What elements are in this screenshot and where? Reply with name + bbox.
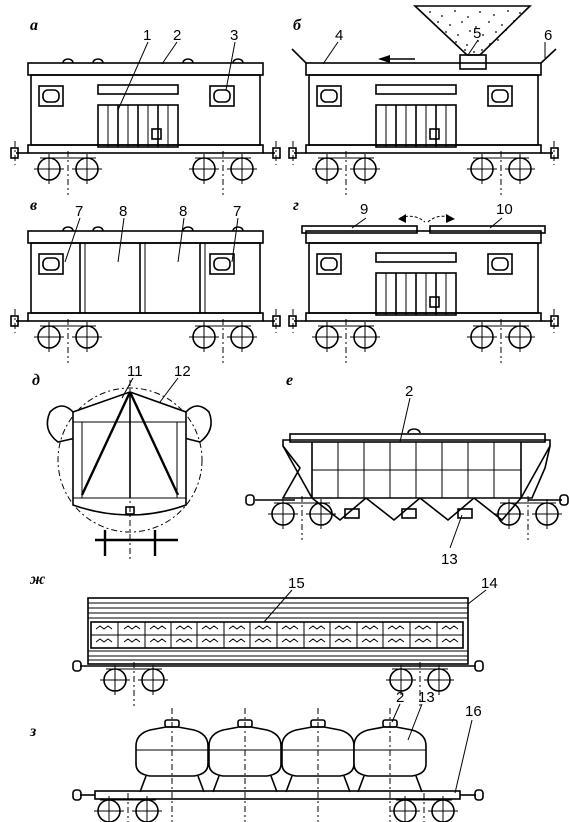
panel-label-g: г [293,197,299,214]
hopper-body-outline [281,439,551,499]
callout-14: 14 [481,575,498,592]
callout-15: 15 [288,575,305,592]
callout-2-hopper: 2 [405,383,413,400]
callout-5: 5 [473,25,481,42]
boxcar-a [11,58,280,195]
panel-d-wagon-cross-section: д 11 12 [32,363,212,560]
panel-e-hopper-wagon: е 2 13 [245,372,569,568]
callout-11: 11 [127,363,143,380]
callout-7-right: 7 [233,203,241,220]
callout-2-tank: 2 [396,689,404,706]
callout-3: 3 [230,27,238,44]
callout-12: 12 [174,363,191,380]
callout-6: 6 [544,27,552,44]
bulk-cargo-dots [429,10,521,53]
callout-10: 10 [496,201,513,218]
panel-g-sliding-roof-wagon: г 9 10 [289,197,558,363]
livestock-wagon-body [87,597,469,665]
panel-zh-livestock-wagon: ж [29,571,498,706]
boxcar-g [289,225,558,363]
callout-1: 1 [143,27,151,44]
panel-label-z: з [29,723,36,740]
panel-label-d: д [32,372,40,389]
callout-16: 16 [465,703,482,720]
callout-9: 9 [360,201,368,218]
panel-z-container-tank-wagon: з 2 13 16 [29,689,484,822]
boxcar-v [11,226,280,363]
panel-label-v: в [30,197,37,214]
callout-13-tank: 13 [418,689,435,706]
panel-a-covered-wagon: а 1 2 3 [11,17,280,195]
cage-grid [90,621,464,649]
panel-label-b: б [293,17,302,34]
callout-7-left: 7 [75,203,83,220]
callout-8-right: 8 [179,203,187,220]
boxcar-b [289,48,558,195]
callout-2: 2 [173,27,181,44]
panel-b-loading-wagon: б 4 5 6 [289,5,558,195]
callout-13-hopper: 13 [441,551,458,568]
panel-label-zh: ж [29,571,45,588]
callout-8-left: 8 [119,203,127,220]
panel-v-wagon-side-doors: в 7 8 8 7 [11,197,280,363]
panel-label-e: е [286,372,293,389]
panel-label-a: а [30,17,38,34]
callout-4: 4 [335,27,343,44]
